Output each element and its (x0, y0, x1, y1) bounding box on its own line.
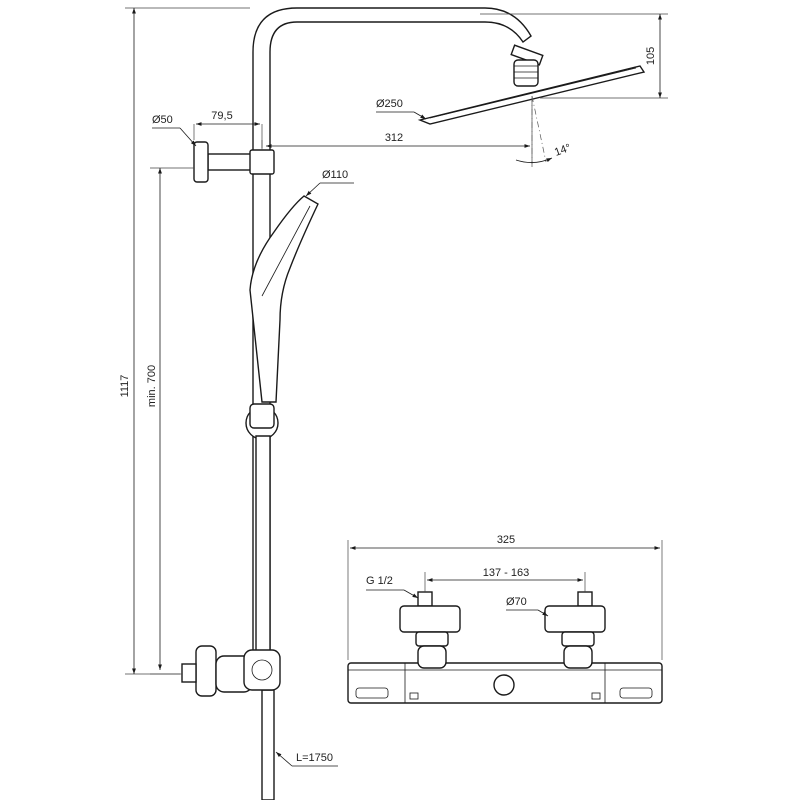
shower-column (181, 7, 646, 800)
right-nut (561, 631, 595, 647)
head-swivel (513, 59, 539, 87)
mixer-width-label: 325 (497, 534, 515, 546)
head-drop-label: 105 (645, 47, 657, 65)
overhead-shower-head (417, 65, 646, 125)
lower-wall-flange (195, 645, 217, 697)
min-height-label: min. 700 (146, 365, 158, 407)
right-inlet-thread (577, 591, 593, 607)
hand-shower (249, 195, 319, 403)
left-cover (399, 605, 461, 633)
total-height-label: 1117 (119, 375, 131, 398)
left-inlet-thread (417, 591, 433, 607)
centre-button (493, 674, 515, 696)
thermostatic-mixer (347, 591, 663, 704)
wall-arm (207, 153, 257, 171)
shower-hose (255, 435, 271, 681)
right-cover (544, 605, 606, 633)
head-angle-label: 14° (553, 142, 573, 159)
head-diameter-label: Ø250 (376, 98, 403, 110)
arm-clamp (249, 149, 275, 175)
left-handle-mark (355, 687, 389, 699)
riser-pipe (252, 7, 532, 671)
dimension-lines-column: 1117 min. 700 105 Ø250 312 14° 79,5 (119, 7, 668, 767)
flange-diameter-label: Ø50 (152, 114, 173, 126)
inlet-centres-label: 137 - 163 (483, 567, 529, 579)
left-eccentric (417, 645, 447, 669)
head-reach-label: 312 (385, 132, 403, 144)
wall-flange-top (193, 141, 209, 183)
left-nut (415, 631, 449, 647)
right-handle-mark (619, 687, 653, 699)
hose-outlet (243, 649, 281, 691)
arm-offset-label: 79,5 (211, 110, 232, 122)
right-eccentric (563, 645, 593, 669)
inlet-thread-label: G 1/2 (366, 575, 393, 587)
hand-shower-diameter-label: Ø110 (322, 169, 348, 181)
dimension-lines-mixer: 325 137 - 163 G 1/2 Ø70 (347, 534, 663, 660)
cover-diameter-label: Ø70 (506, 596, 527, 608)
hose-length-label: L=1750 (296, 752, 333, 764)
